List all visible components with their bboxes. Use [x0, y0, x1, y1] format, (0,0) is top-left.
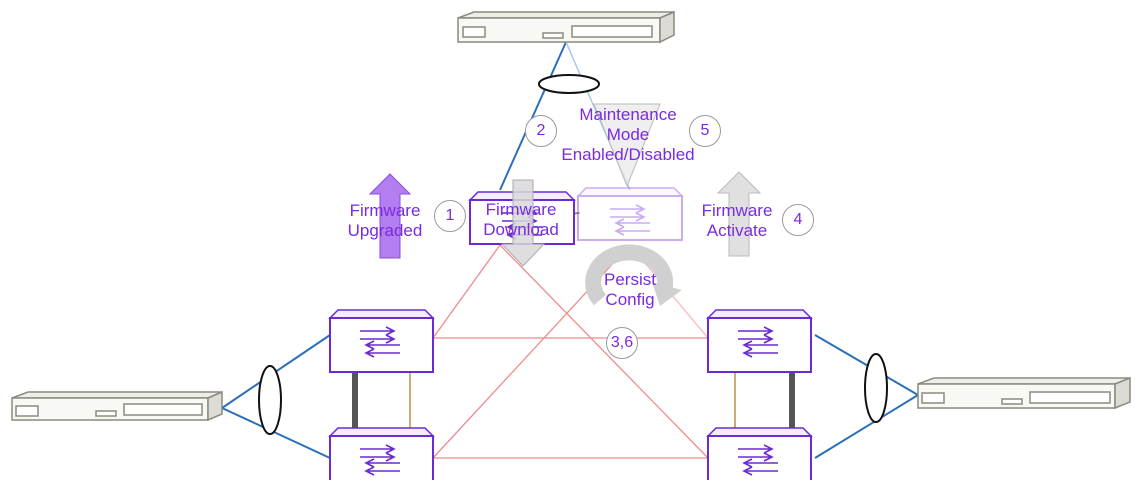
persist-config-line-2: Config: [605, 290, 655, 309]
switch-bottom-right: [706, 427, 813, 480]
firmware-activate-line-1: Firmware: [701, 201, 773, 220]
firmware-activate-arrow-icon: [716, 171, 762, 257]
server-top: [457, 10, 675, 44]
step-badge-download: 2: [525, 115, 557, 147]
switch-mid-left: [328, 309, 435, 373]
firmware-download-line-2: Download: [483, 220, 559, 239]
persist-config-circular-arrow-icon: [585, 244, 682, 306]
server-uplinks: [221, 41, 919, 459]
lag-ellipse-left: [258, 365, 282, 435]
firmware-activate-line-2: Activate: [706, 221, 768, 240]
maintenance-mode-line-3: Enabled/Disabled: [561, 145, 695, 164]
maintenance-mode-line-1: Maintenance: [579, 105, 677, 124]
persist-config-line-1: Persist: [604, 270, 656, 289]
server-left: [11, 390, 223, 422]
lag-ellipse-top: [538, 74, 600, 94]
switch-mid-right: [706, 309, 813, 373]
server-right: [917, 376, 1131, 410]
maintenance-mode-arrow-icon: [593, 103, 661, 188]
firmware-download-label: Firmware Download: [466, 200, 576, 240]
maintenance-mode-label: Maintenance Mode Enabled/Disabled: [548, 105, 708, 165]
step-badge-persist: 3,6: [606, 327, 638, 359]
step-badge-activate: 4: [782, 204, 814, 236]
maintenance-mode-line-2: Mode: [606, 125, 650, 144]
step-badge-maintenance: 5: [689, 115, 721, 147]
firmware-upgraded-label: Firmware Upgraded: [330, 201, 440, 241]
firmware-activate-label: Firmware Activate: [682, 201, 792, 241]
firmware-upgraded-line-2: Upgraded: [347, 221, 423, 240]
firmware-upgraded-line-1: Firmware: [349, 201, 421, 220]
step-badge-upgrade: 1: [434, 200, 466, 232]
firmware-upgraded-arrow-icon: [368, 173, 412, 259]
lag-ellipse-right: [864, 353, 888, 423]
switch-bottom-left: [328, 427, 435, 480]
firmware-download-line-1: Firmware: [485, 200, 557, 219]
firmware-download-arrow-icon: [500, 179, 546, 267]
switch-upper-right: [576, 187, 684, 241]
persist-config-label: Persist Config: [590, 270, 670, 310]
